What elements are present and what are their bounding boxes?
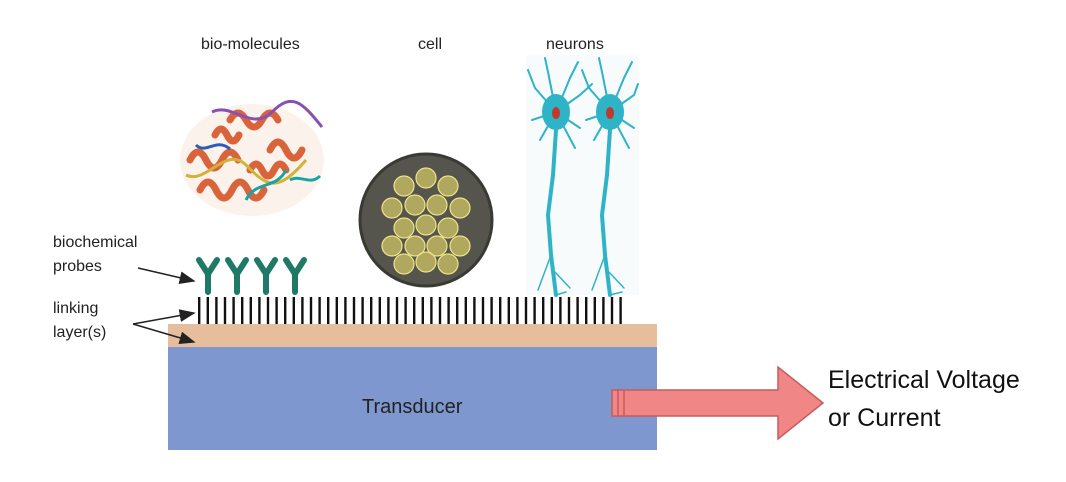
linker-bar (249, 297, 252, 324)
linker-bar (593, 297, 596, 324)
linker-bar (507, 297, 510, 324)
linker-bar (516, 297, 519, 324)
cell-nucleus (437, 175, 459, 197)
label-probes-line1: biochemical (53, 234, 138, 251)
linker-bar (378, 297, 381, 324)
linker-bar (447, 297, 450, 324)
biochemical-probes (196, 257, 307, 295)
output-arrow (611, 365, 825, 441)
linker-bar (370, 297, 373, 324)
antibody-probe-icon (196, 257, 220, 295)
label-neurons: neurons (546, 36, 604, 53)
linker-bar (464, 297, 467, 324)
label-output-line2: or Current (828, 404, 941, 432)
linker-bar (352, 297, 356, 324)
linker-bar (327, 297, 330, 324)
linker-bar (198, 297, 201, 324)
cell-icon (358, 152, 494, 288)
linker-bar (602, 297, 605, 324)
linker-bar (292, 297, 295, 324)
label-linking-layers: linking layer(s) (53, 297, 106, 345)
label-linking-line2: layer(s) (53, 324, 107, 341)
linker-bar (413, 297, 416, 324)
linker-bar (318, 297, 321, 324)
cell-nucleus (437, 217, 459, 239)
linker-bar (258, 297, 261, 324)
antibody-probe-icon (283, 257, 307, 295)
linker-bar (344, 297, 347, 324)
neuron-icon (527, 57, 593, 297)
linker-bar (284, 297, 287, 324)
linker-bar (490, 297, 493, 324)
linker-bar (206, 297, 209, 324)
linker-bar (335, 297, 338, 324)
cell-nucleus (426, 235, 448, 257)
linker-bar (223, 297, 227, 324)
protein-ribbon-icon (180, 99, 324, 216)
linker-bar (266, 297, 270, 324)
linker-bar (533, 297, 536, 324)
linker-bar (499, 297, 502, 324)
linker-bar (404, 297, 407, 324)
cell-nucleus (449, 235, 471, 257)
linker-bar (421, 297, 424, 324)
antibody-probe-icon (254, 257, 278, 295)
linker-comb-background (196, 297, 628, 324)
linker-bar (585, 297, 588, 324)
linking-layer (168, 324, 657, 347)
linker-bar (241, 297, 244, 324)
linker-bar (481, 297, 485, 324)
cell-nucleus (381, 235, 403, 257)
cell-nucleus (404, 194, 426, 216)
label-output: Electrical Voltage or Current (828, 361, 1020, 437)
linker-bar (309, 297, 313, 324)
linker-bar (456, 297, 459, 324)
linker-bar (438, 297, 442, 324)
label-transducer: Transducer (362, 396, 463, 418)
label-cell: cell (418, 36, 443, 53)
linker-bar (395, 297, 399, 324)
cell-nucleus (415, 214, 437, 236)
label-pointers (132, 267, 196, 345)
antibody-probe-icon (225, 257, 249, 295)
cell-nucleus (415, 167, 437, 189)
cell-nucleus (404, 235, 426, 257)
cell-nucleus (393, 253, 415, 275)
linker-bar (361, 297, 364, 324)
cell-nucleus (437, 253, 459, 275)
linker-comb (196, 297, 628, 324)
neuron-icon (581, 57, 639, 297)
linker-bar (301, 297, 304, 324)
label-biochemical-probes: biochemical probes (53, 231, 137, 279)
neurons-panel (526, 55, 639, 297)
linker-bar (567, 297, 571, 324)
linker-bar (610, 297, 614, 324)
linker-bar (619, 297, 622, 324)
label-output-line1: Electrical Voltage (828, 366, 1020, 394)
linker-bar (576, 297, 579, 324)
linker-bar (559, 297, 562, 324)
linker-bar (232, 297, 235, 324)
transducer-block (168, 347, 657, 450)
cell-nucleus (393, 217, 415, 239)
cell-nucleus (393, 175, 415, 197)
linker-bar (215, 297, 218, 324)
cell-nucleus (449, 197, 471, 219)
linker-bar (542, 297, 545, 324)
label-probes-line2: probes (53, 258, 102, 275)
linker-bar (524, 297, 528, 324)
label-linking-line1: linking (53, 300, 99, 317)
cell-nucleus (415, 251, 437, 273)
cell-nucleus (426, 194, 448, 216)
linker-bar (275, 297, 278, 324)
linker-bar (473, 297, 476, 324)
linker-bar (387, 297, 390, 324)
linker-bar (430, 297, 433, 324)
linker-bar (550, 297, 553, 324)
label-bio-molecules: bio-molecules (201, 36, 300, 53)
cell-nucleus (381, 197, 403, 219)
